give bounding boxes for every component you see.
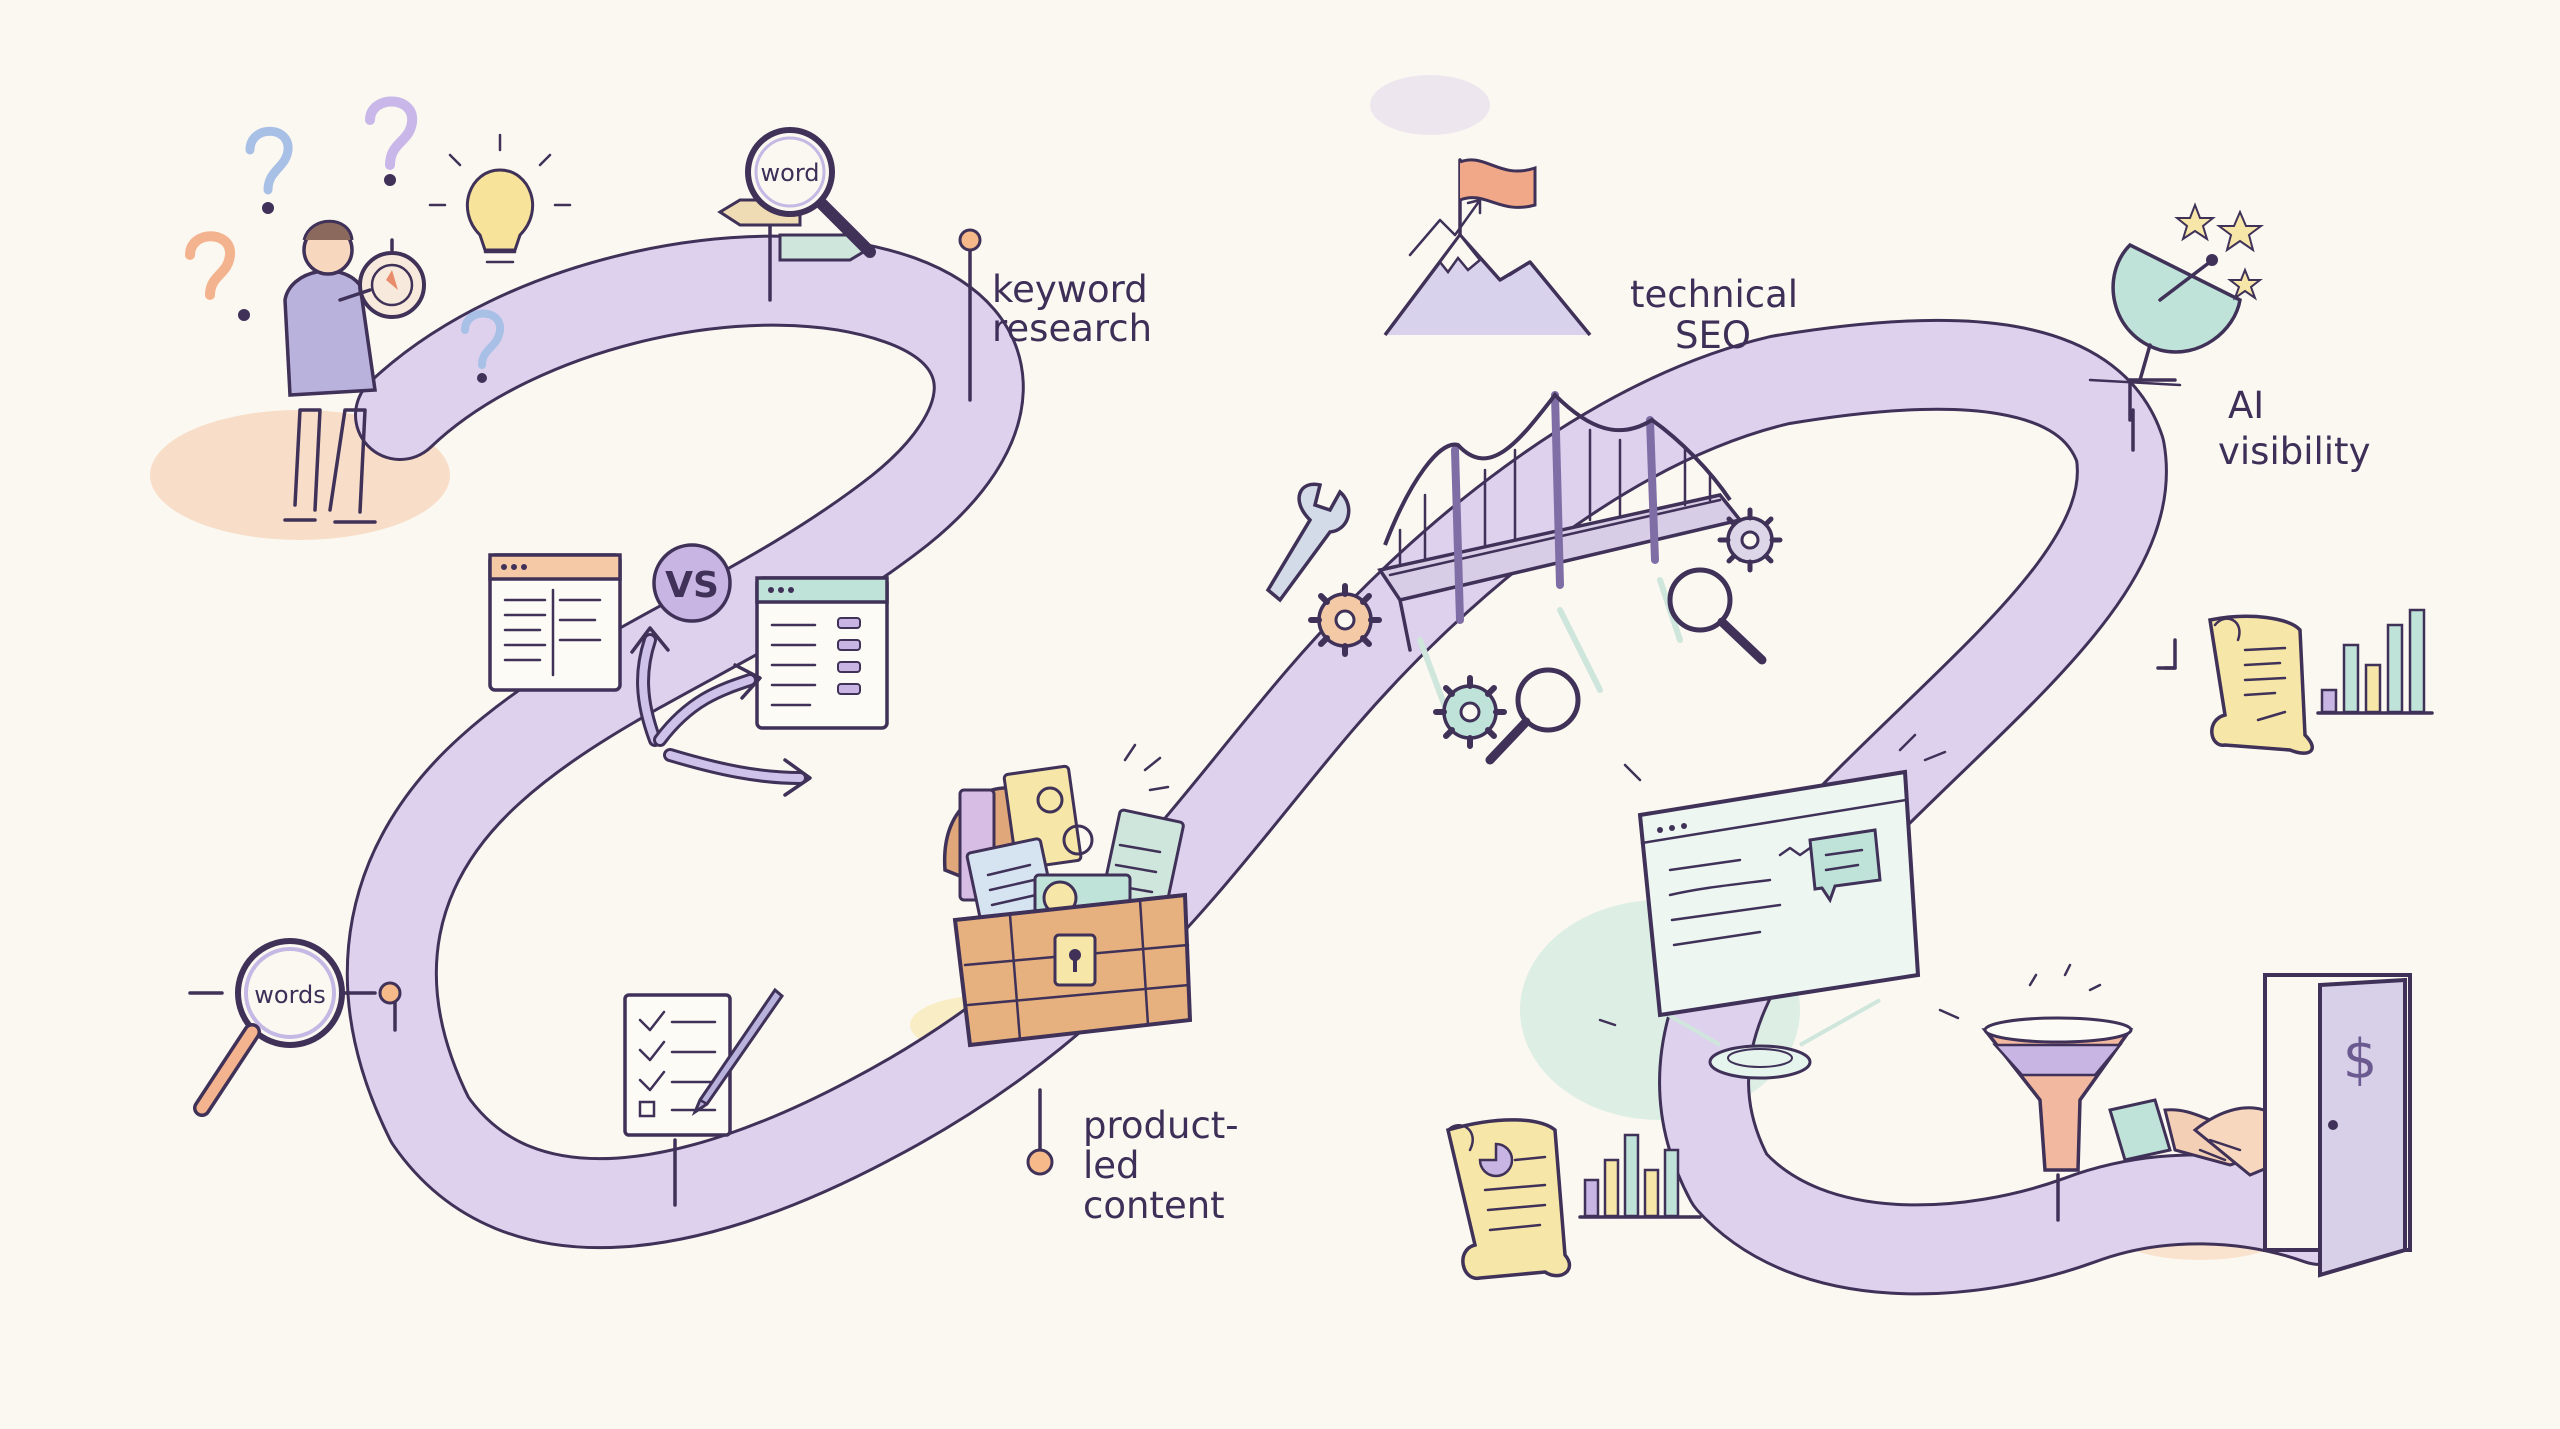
product-led-content-label-3: content bbox=[1083, 1184, 1225, 1227]
gear-icon bbox=[1433, 675, 1507, 749]
star-icon bbox=[2174, 202, 2216, 242]
funnel-icon bbox=[1981, 963, 2134, 1222]
hologram-screen-icon bbox=[1598, 733, 1960, 1080]
treasure-chest-icon bbox=[943, 743, 1193, 1048]
bar-chart-icon bbox=[2316, 608, 2434, 715]
scroll-icon bbox=[2163, 614, 2314, 755]
mountain-flag-icon bbox=[1383, 158, 1592, 337]
browser-window-icon bbox=[488, 553, 622, 692]
star-icon bbox=[2216, 209, 2264, 253]
vs-badge-icon: VS bbox=[652, 543, 732, 623]
technical-seo-label-2: SEO bbox=[1675, 314, 1751, 357]
gear-icon bbox=[1308, 583, 1382, 657]
winding-road bbox=[345, 234, 2366, 1296]
keyword-research-label-1: keyword bbox=[992, 268, 1148, 311]
wrench-icon bbox=[1265, 482, 1351, 603]
magnifier-words-marker: words bbox=[188, 938, 402, 1117]
lightbulb-icon bbox=[428, 133, 572, 264]
product-led-content-label-1: product- bbox=[1083, 1104, 1239, 1147]
question-mark-icon bbox=[185, 231, 250, 321]
keyword-research-marker: keyword research bbox=[958, 228, 1152, 402]
word-badge: word bbox=[761, 159, 820, 187]
dollar-sign: $ bbox=[2343, 1028, 2377, 1091]
comparison-group: VS bbox=[488, 543, 889, 797]
satellite-dish-icon bbox=[2088, 242, 2242, 422]
pen-icon bbox=[691, 987, 785, 1116]
product-led-content-label-2: led bbox=[1083, 1144, 1140, 1187]
person-with-compass-icon bbox=[283, 219, 426, 524]
product-led-content-marker: product- led content bbox=[1026, 1088, 1239, 1227]
magnifier-icon: words bbox=[193, 938, 345, 1117]
magnifier-icon bbox=[1667, 567, 1767, 665]
road-ticks bbox=[2131, 408, 2177, 670]
arrow-icon bbox=[653, 663, 762, 747]
question-mark-icon bbox=[365, 96, 417, 186]
star-icon bbox=[2227, 267, 2263, 301]
gear-icon bbox=[1717, 507, 1783, 573]
scroll-icon bbox=[1445, 1118, 1572, 1280]
keyword-research-label-2: research bbox=[992, 307, 1152, 350]
door-icon: $ bbox=[2263, 973, 2412, 1278]
chat-bubble-icon bbox=[1808, 828, 1882, 904]
question-mark-icon bbox=[461, 309, 504, 383]
question-marks bbox=[185, 96, 572, 383]
bar-chart-icon bbox=[1578, 1133, 1702, 1219]
browser-window-icon bbox=[755, 576, 889, 730]
arrow-icon bbox=[630, 626, 670, 747]
signpost-magnifier-icon: word bbox=[717, 127, 876, 302]
vs-badge-text: VS bbox=[665, 565, 719, 606]
ai-visibility-label-1: AI bbox=[2228, 384, 2264, 427]
ai-visibility-label-2: visibility bbox=[2218, 430, 2370, 473]
arrow-icon bbox=[663, 748, 812, 797]
question-mark-icon bbox=[245, 126, 293, 214]
magnifier-icon bbox=[1485, 667, 1581, 765]
words-badge: words bbox=[254, 981, 326, 1009]
technical-seo-label-1: technical bbox=[1630, 273, 1798, 316]
